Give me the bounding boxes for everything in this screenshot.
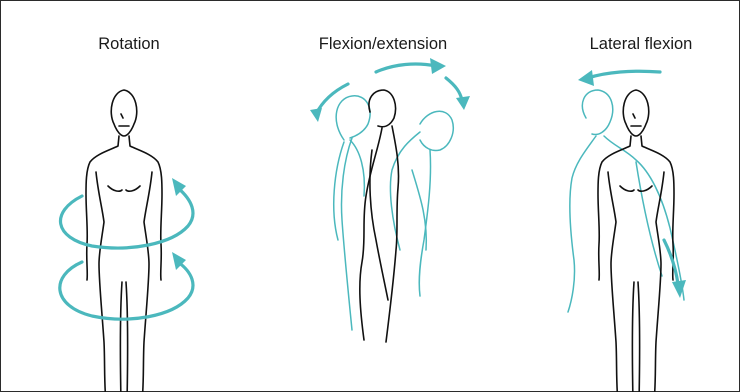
flexion-arrow-forward <box>446 78 470 110</box>
lateral-flexion-figure <box>568 90 684 392</box>
flexion-arrow-back <box>310 84 348 122</box>
rotation-figure <box>86 90 162 392</box>
lateral-arrow-top <box>578 70 660 86</box>
flexion-extension-figure <box>334 90 454 342</box>
rotation-arrow-upper <box>60 178 192 248</box>
flexion-arrow-top <box>376 58 446 74</box>
lateral-upright-body <box>598 90 674 392</box>
